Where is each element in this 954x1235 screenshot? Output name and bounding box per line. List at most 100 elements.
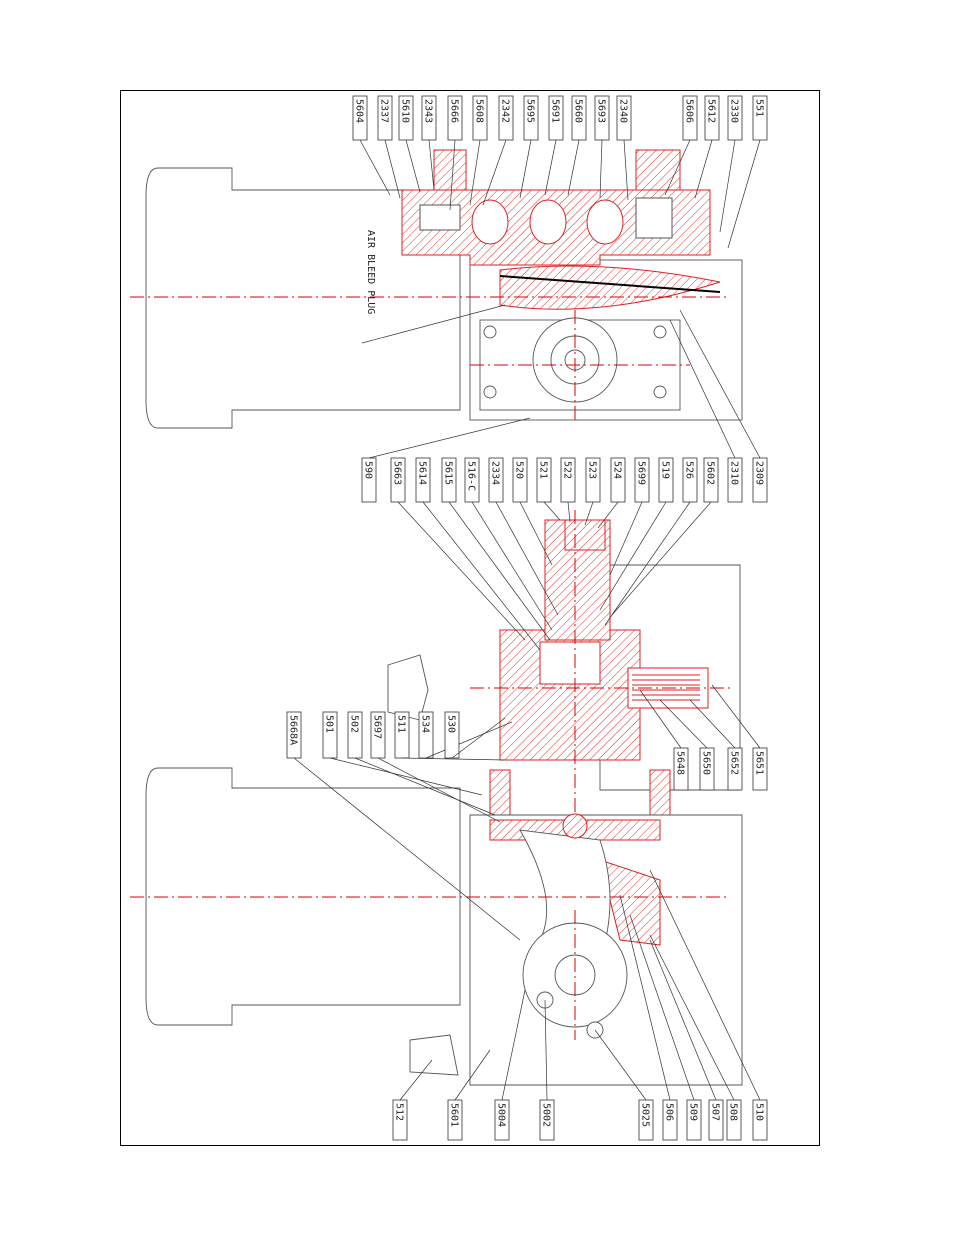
leader-line bbox=[397, 501, 526, 641]
leader-line bbox=[649, 869, 761, 1101]
part-label: 5612 bbox=[706, 99, 717, 123]
nut-middle bbox=[387, 654, 429, 721]
part-label: 2343 bbox=[423, 99, 434, 123]
part-label: 509 bbox=[688, 1103, 699, 1121]
leader-line bbox=[448, 501, 551, 641]
leader-line bbox=[451, 717, 506, 759]
part-label: 5652 bbox=[729, 751, 740, 775]
leader-line bbox=[519, 501, 553, 566]
part-label: 5606 bbox=[684, 99, 695, 123]
leader-line bbox=[629, 914, 695, 1101]
leader-line bbox=[711, 684, 761, 749]
leader-line bbox=[594, 1029, 647, 1101]
leader-line bbox=[449, 139, 456, 211]
leader-line bbox=[405, 139, 421, 193]
part-label: 5693 bbox=[596, 99, 607, 123]
valve-spring-top bbox=[635, 197, 673, 239]
part-label: 5668A bbox=[288, 715, 299, 745]
leader-line bbox=[399, 1059, 433, 1101]
leader-line bbox=[359, 139, 391, 196]
leader-line bbox=[619, 894, 671, 1101]
leader-line bbox=[604, 501, 691, 626]
part-label: 5695 bbox=[525, 99, 536, 123]
part-label: 2310 bbox=[729, 461, 740, 485]
part-label: 5004 bbox=[496, 1103, 507, 1127]
part-label: 524 bbox=[612, 461, 623, 479]
part-label: 5666 bbox=[449, 99, 460, 123]
lower-assembly bbox=[130, 767, 743, 1086]
leader-line bbox=[354, 757, 496, 816]
leader-line bbox=[377, 757, 501, 823]
plug-512 bbox=[409, 1034, 459, 1076]
leader-line bbox=[519, 139, 532, 199]
leader-line bbox=[597, 501, 619, 529]
part-label: 507 bbox=[710, 1103, 721, 1121]
part-label: 526 bbox=[684, 461, 695, 479]
part-label: 2340 bbox=[618, 99, 629, 123]
part-label: 5651 bbox=[754, 751, 765, 775]
leader-line bbox=[329, 757, 483, 796]
bearing-section bbox=[599, 859, 661, 946]
middle-assembly bbox=[387, 510, 741, 830]
swash-plate-top bbox=[499, 265, 721, 310]
part-label: 508 bbox=[728, 1103, 739, 1121]
part-label: 5615 bbox=[443, 461, 454, 485]
leader-line bbox=[293, 757, 521, 941]
drawing-frame bbox=[120, 90, 820, 1146]
leader-line bbox=[694, 139, 713, 199]
air-bleed-plug-annotation: AIR BLEED PLUG bbox=[365, 230, 376, 314]
part-label: 5691 bbox=[550, 99, 561, 123]
part-label: 5663 bbox=[392, 461, 403, 485]
part-label: 5697 bbox=[372, 715, 383, 739]
leader-line bbox=[669, 319, 736, 459]
leader-line bbox=[611, 501, 712, 616]
leader-line bbox=[454, 1049, 491, 1101]
leader-line bbox=[649, 939, 717, 1101]
leader-line bbox=[689, 699, 736, 749]
leader-line bbox=[368, 417, 531, 459]
leader-line bbox=[543, 501, 561, 521]
part-label: 510 bbox=[754, 1103, 765, 1121]
leader-line bbox=[544, 999, 548, 1101]
part-label: 522 bbox=[562, 461, 573, 479]
outlet-port-top bbox=[635, 149, 681, 191]
leader-line bbox=[544, 139, 557, 196]
leader-line bbox=[501, 989, 526, 1101]
part-label: 520 bbox=[514, 461, 525, 479]
part-label: 5002 bbox=[541, 1103, 552, 1127]
part-label: 511 bbox=[396, 715, 407, 733]
leader-line bbox=[425, 721, 513, 759]
leader-line bbox=[422, 501, 541, 651]
part-label: 590 bbox=[363, 461, 374, 479]
leader-line bbox=[609, 501, 643, 576]
part-label: 519 bbox=[660, 461, 671, 479]
leader-line bbox=[567, 501, 571, 523]
leader-line bbox=[599, 501, 667, 611]
inlet-port-top bbox=[433, 149, 467, 191]
leader-line bbox=[679, 309, 761, 459]
part-label: 5660 bbox=[573, 99, 584, 123]
leader-line bbox=[384, 139, 401, 199]
leader-line bbox=[599, 139, 603, 199]
part-label: 5608 bbox=[474, 99, 485, 123]
leader-line bbox=[623, 139, 629, 201]
leader-line bbox=[567, 139, 580, 196]
part-label: 2330 bbox=[729, 99, 740, 123]
part-label: 523 bbox=[587, 461, 598, 479]
part-label: 516-C bbox=[466, 461, 477, 491]
wrist-pin bbox=[562, 813, 588, 839]
leader-line bbox=[482, 139, 507, 206]
part-label: 521 bbox=[538, 461, 549, 479]
part-label: 530 bbox=[446, 715, 457, 733]
part-label: 512 bbox=[394, 1103, 405, 1121]
leader-line bbox=[664, 139, 691, 196]
part-label: 506 bbox=[664, 1103, 675, 1121]
part-label: 2337 bbox=[379, 99, 390, 123]
part-label: 5699 bbox=[636, 461, 647, 485]
top-assembly: AIR BLEED PLUG bbox=[130, 149, 743, 429]
